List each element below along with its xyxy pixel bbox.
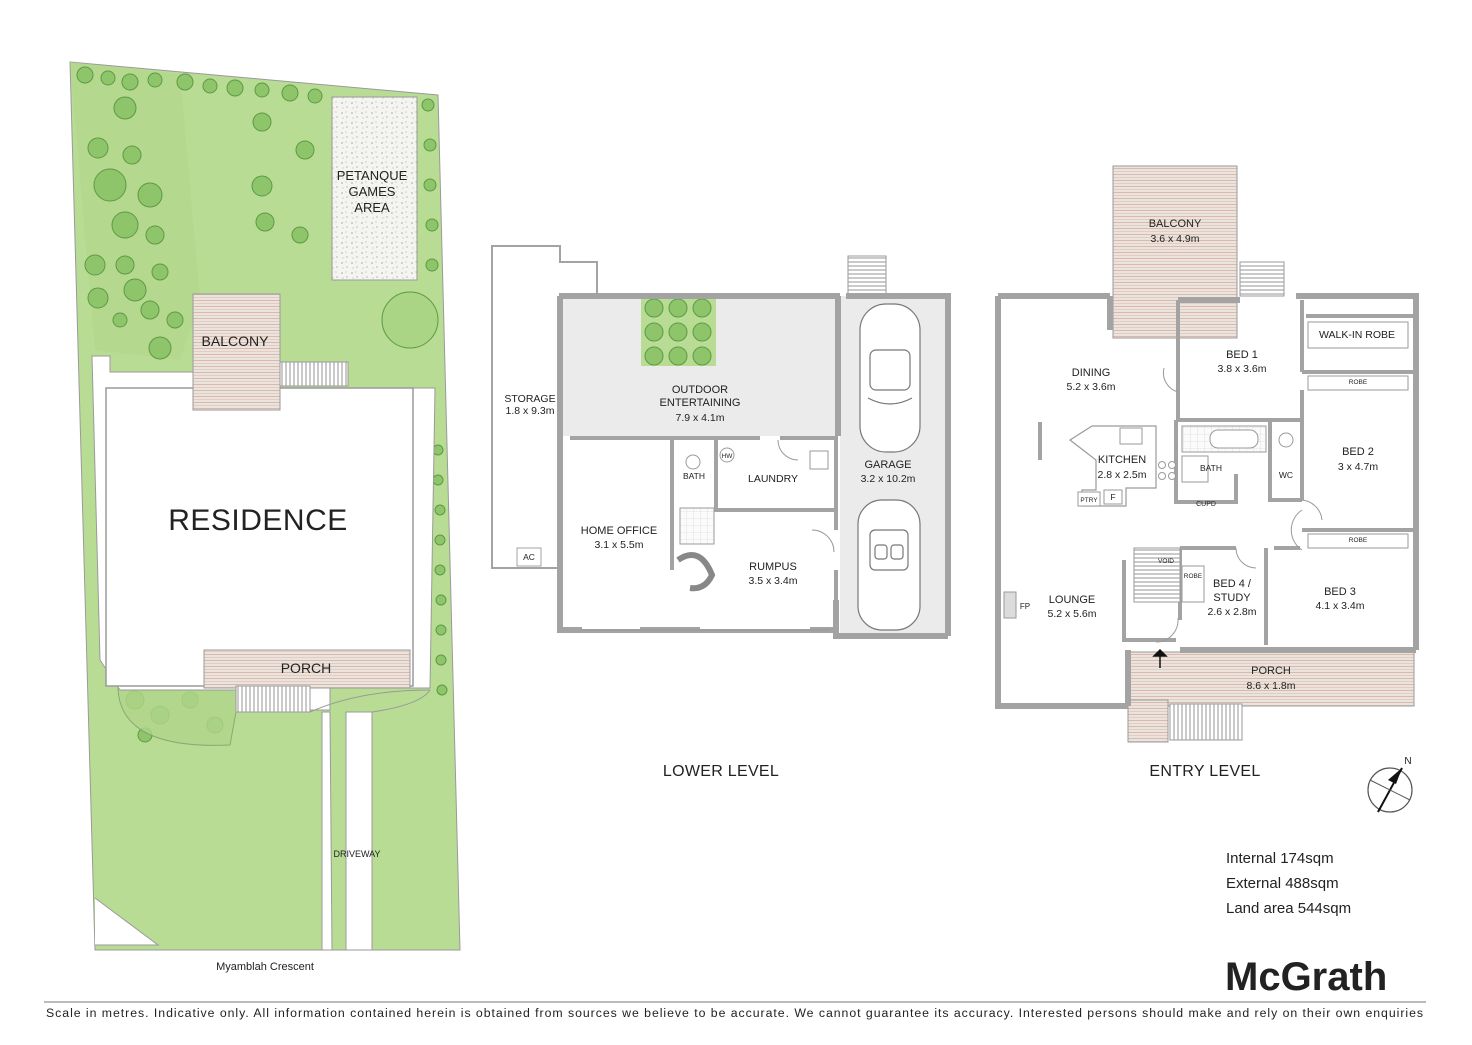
site-porch bbox=[203, 649, 411, 689]
bed4-dim: 2.6 x 2.8m bbox=[1207, 606, 1256, 618]
hw-label: HW bbox=[722, 453, 734, 460]
ptry-label: PTRY bbox=[1080, 497, 1098, 504]
outdoor-label-2: ENTERTAINING bbox=[660, 397, 741, 409]
outdoor-label-1: OUTDOOR bbox=[672, 384, 728, 396]
internal-area: Internal 174sqm bbox=[1226, 850, 1334, 867]
kitchen-dim: 2.8 x 2.5m bbox=[1097, 469, 1146, 481]
garage-dim: 3.2 x 10.2m bbox=[861, 473, 916, 485]
driveway-strips bbox=[321, 711, 373, 951]
lower-bath-label: BATH bbox=[683, 471, 705, 481]
robe-label-2: ROBE bbox=[1184, 573, 1203, 580]
car-bottom bbox=[857, 499, 921, 631]
fp-label: FP bbox=[1020, 602, 1030, 611]
lower-level-title: LOWER LEVEL bbox=[663, 763, 779, 780]
site-balcony-stairs bbox=[279, 361, 349, 387]
dining-dim: 5.2 x 3.6m bbox=[1066, 381, 1115, 393]
lounge-dim: 5.2 x 5.6m bbox=[1047, 608, 1096, 620]
entry-balcony-dim: 3.6 x 4.9m bbox=[1150, 233, 1199, 245]
storage-dim: 1.8 x 9.3m bbox=[505, 405, 554, 417]
entry-porch-label: PORCH bbox=[1251, 665, 1291, 677]
walkin-label: WALK-IN ROBE bbox=[1319, 329, 1395, 341]
bed3-dim: 4.1 x 3.4m bbox=[1315, 600, 1364, 612]
ac-label: AC bbox=[523, 552, 535, 562]
land-area: Land area 544sqm bbox=[1226, 900, 1351, 917]
entry-porch bbox=[1127, 651, 1415, 707]
entry-balcony bbox=[1112, 165, 1238, 339]
entry-level-plan: BALCONY 3.6 x 4.9m DINING 5.2 x 3.6m BED… bbox=[995, 165, 1419, 813]
robe-label-1: ROBE bbox=[1349, 379, 1368, 386]
bed4-label-2: STUDY bbox=[1213, 592, 1251, 604]
external-area: External 488sqm bbox=[1226, 875, 1339, 892]
rumpus-label: RUMPUS bbox=[749, 561, 797, 573]
lower-stairs-top bbox=[847, 255, 887, 297]
outdoor-dim: 7.9 x 4.1m bbox=[675, 412, 724, 424]
entry-balcony-stairs bbox=[1239, 261, 1285, 297]
bed1-dim: 3.8 x 3.6m bbox=[1217, 363, 1266, 375]
lower-level-plan: STORAGE 1.8 x 9.3m AC OUTDOOR ENTERTAINI… bbox=[491, 245, 951, 780]
cupd-label: CUPD bbox=[1196, 501, 1216, 508]
entry-balcony-label: BALCONY bbox=[1149, 218, 1202, 230]
street-name: Myamblah Crescent bbox=[216, 961, 314, 973]
entry-level-title: ENTRY LEVEL bbox=[1149, 763, 1260, 780]
disclaimer: Scale in metres. Indicative only. All in… bbox=[46, 1008, 1424, 1020]
storage-label: STORAGE bbox=[504, 393, 555, 405]
driveway-label: DRIVEWAY bbox=[333, 849, 380, 859]
north-label: N bbox=[1404, 756, 1411, 767]
garden-bed bbox=[70, 62, 200, 360]
garage-label: GARAGE bbox=[864, 459, 911, 471]
site-balcony bbox=[192, 293, 281, 411]
residence-label: RESIDENCE bbox=[168, 504, 348, 537]
site-balcony-label: BALCONY bbox=[202, 333, 270, 349]
site-porch-label: PORCH bbox=[281, 660, 332, 676]
residence-footprint bbox=[105, 387, 414, 687]
kitchen-bench bbox=[1068, 425, 1157, 507]
dining-label: DINING bbox=[1072, 367, 1111, 379]
laundry-label: LAUNDRY bbox=[748, 473, 798, 485]
car-top bbox=[859, 303, 921, 453]
area-summary: Internal 174sqm External 488sqm Land are… bbox=[1226, 850, 1351, 917]
entry-porch-stairs bbox=[1169, 703, 1243, 741]
spiral-stair bbox=[676, 552, 716, 592]
robe-label-3: ROBE bbox=[1349, 537, 1368, 544]
lounge-label: LOUNGE bbox=[1049, 594, 1095, 606]
bed4-label-1: BED 4 / bbox=[1213, 578, 1252, 590]
front-garden-bed bbox=[117, 687, 241, 746]
kitchen-label: KITCHEN bbox=[1098, 454, 1146, 466]
rumpus-dim: 3.5 x 3.4m bbox=[748, 575, 797, 587]
petanque-label-1: PETANQUE bbox=[337, 168, 408, 183]
brand-logo: McGrath bbox=[1225, 955, 1387, 999]
fridge-label: F bbox=[1110, 492, 1115, 502]
petanque-area bbox=[331, 96, 418, 281]
wc-label: WC bbox=[1279, 470, 1293, 480]
entry-porch-dim: 8.6 x 1.8m bbox=[1246, 680, 1295, 692]
petanque-label-2: GAMES bbox=[349, 184, 396, 199]
site-plan: RESIDENCE BALCONY PORCH PETANQUE GAMES A… bbox=[69, 61, 461, 973]
home-office-label: HOME OFFICE bbox=[581, 525, 657, 537]
bed2-dim: 3 x 4.7m bbox=[1338, 461, 1379, 473]
home-office-dim: 3.1 x 5.5m bbox=[594, 539, 643, 551]
entry-stair-void bbox=[1133, 547, 1181, 603]
bed2-label: BED 2 bbox=[1342, 446, 1374, 458]
entry-bath-label: BATH bbox=[1200, 463, 1222, 473]
bed1-label: BED 1 bbox=[1226, 349, 1258, 361]
north-arrow-icon: N bbox=[1367, 756, 1413, 813]
void-label: VOID bbox=[1158, 558, 1174, 565]
bed3-label: BED 3 bbox=[1324, 586, 1356, 598]
petanque-label-3: AREA bbox=[354, 200, 390, 215]
site-porch-stairs bbox=[235, 685, 311, 713]
